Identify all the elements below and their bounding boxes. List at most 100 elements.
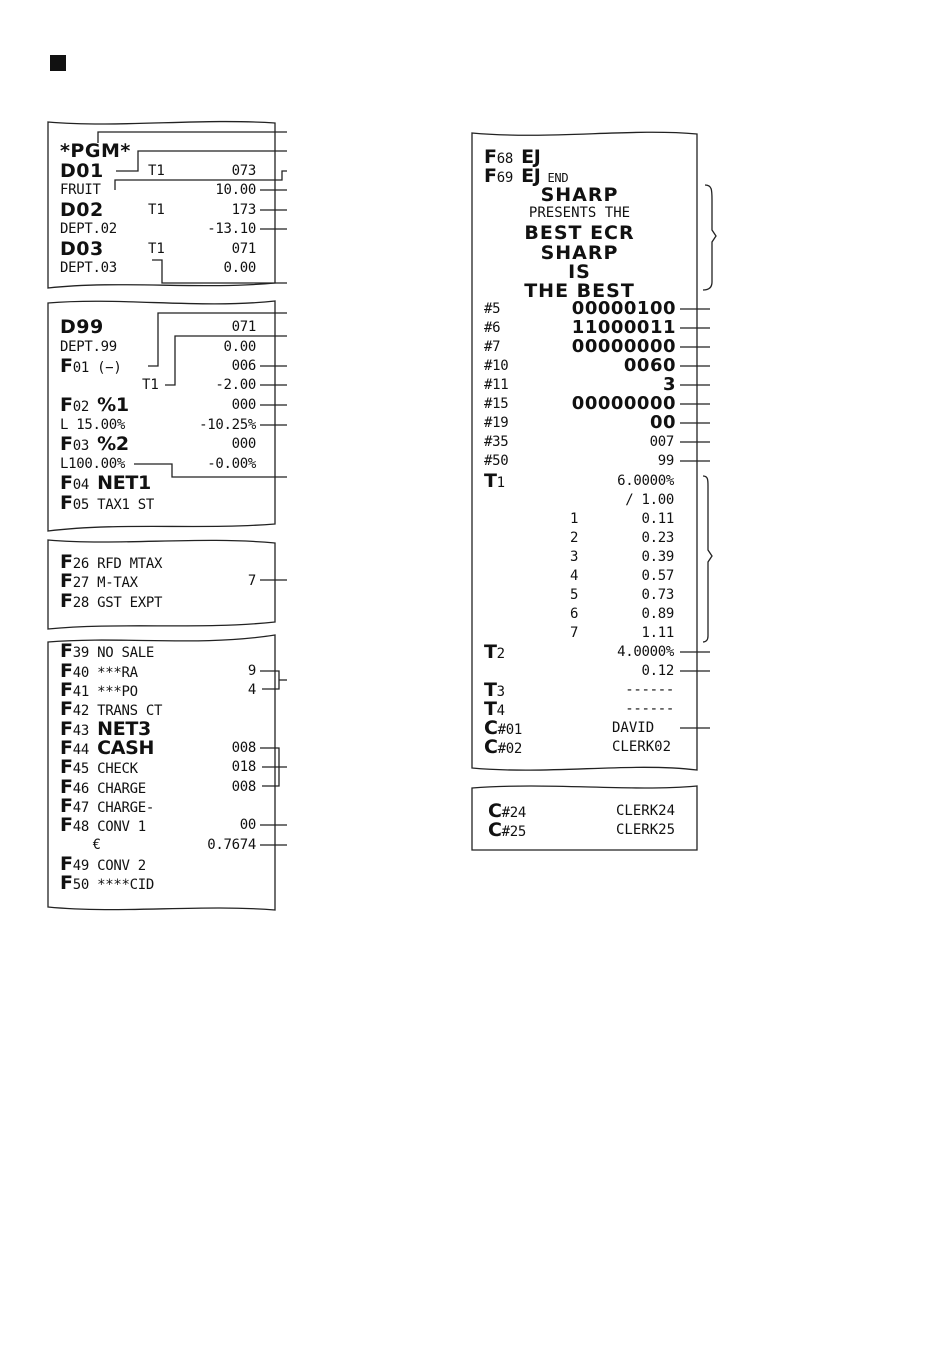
dept-code: D03 [60, 238, 104, 260]
param-line: #5 00000100 [484, 299, 678, 319]
function-label: F27 M-TAX [60, 570, 138, 592]
tax-step: 6 [570, 606, 579, 622]
line-value: -10.25% [199, 417, 256, 433]
function-label: F45 CHECK [60, 756, 138, 778]
clerk-name: CLERK25 [616, 822, 676, 838]
tax-value: 0.11 [641, 511, 674, 527]
function-label: F44 CASH [60, 737, 155, 759]
param-line: #6 11000011 [484, 318, 678, 338]
tax-value: 0.39 [641, 549, 674, 565]
clerk-line: C#25 CLERK25 [488, 820, 682, 840]
receipt-line: D99 071 [60, 317, 260, 337]
tax-line: 3 0.39 [484, 547, 678, 567]
program-header: *PGM* [60, 140, 131, 162]
tax-status: T1 [148, 202, 165, 218]
function-label: F43 NET3 [60, 718, 151, 740]
tax-line: 5 0.73 [484, 585, 678, 605]
clerk-label: C#01 [484, 717, 523, 739]
currency-symbol: € [60, 837, 101, 853]
function-label: F49 CONV 2 [60, 853, 146, 875]
receipt-line: F01 (−) 006 [60, 356, 260, 376]
line-value: 0.7674 [207, 837, 256, 853]
param-value: 99 [657, 453, 675, 469]
receipt-line: F41 ***PO 4 [60, 680, 260, 700]
tax-value: ------ [625, 682, 674, 698]
function-label: F02 %1 [60, 394, 129, 416]
receipt-line: F45 CHECK 018 [60, 757, 260, 777]
message-line: SHARP [540, 242, 619, 264]
line-value: 000 [231, 436, 257, 452]
tax-line: 6 0.89 [484, 604, 678, 624]
param-label: #35 [484, 434, 509, 450]
tax-line: 4 0.57 [484, 566, 678, 586]
tax-value: 0.57 [641, 568, 674, 584]
message-line: PRESENTS THE [528, 205, 631, 221]
message-line: BEST ECR [524, 222, 635, 244]
function-label: F01 (−) [60, 355, 122, 377]
clerk-name: DAVID [612, 720, 655, 736]
function-label: F41 ***PO [60, 679, 138, 701]
tax-value: ------ [625, 701, 674, 717]
message-line: SHARP [540, 184, 619, 206]
clerk-label: C#02 [484, 736, 523, 758]
param-label: #19 [484, 415, 509, 431]
receipt-line: L100.00% -0.00% [60, 454, 260, 474]
function-label: F39 NO SALE [60, 640, 154, 662]
param-label: #6 [484, 320, 501, 336]
line-value: 7 [247, 573, 256, 589]
receipt-line: FRUIT 10.00 [60, 180, 260, 200]
section-marker-square [50, 55, 66, 71]
line-value: 008 [231, 779, 257, 795]
clerk-line: C#02 CLERK02 [484, 737, 678, 757]
tax-step: 3 [570, 549, 579, 565]
line-value: 4 [247, 682, 256, 698]
receipt-line: F44 CASH 008 [60, 738, 260, 758]
tax-line: T1 6.0000% [484, 471, 678, 491]
tax-step: 7 [570, 625, 579, 641]
param-value: 00000000 [571, 336, 676, 357]
receipt-line: T1 -2.00 [60, 375, 260, 395]
receipt-line: F48 CONV 1 00 [60, 815, 260, 835]
receipt-line: F40 ***RA 9 [60, 661, 260, 681]
tax-step: 4 [570, 568, 579, 584]
line-value: 006 [231, 358, 257, 374]
tax-value: 0.23 [641, 530, 674, 546]
param-label: #15 [484, 396, 509, 412]
function-label: F40 ***RA [60, 660, 138, 682]
param-value: 007 [649, 434, 675, 450]
param-line: #15 00000000 [484, 394, 678, 414]
dept-code: D01 [60, 160, 104, 182]
receipt-line: D01 T1 073 [60, 161, 260, 181]
tax-line: 0.12 [484, 661, 678, 681]
function-label: F48 CONV 1 [60, 814, 146, 836]
line-value: -13.10 [207, 221, 256, 237]
receipt-line: DEPT.02 -13.10 [60, 219, 260, 239]
param-line: #50 99 [484, 451, 678, 471]
line-value: 9 [247, 663, 256, 679]
clerk-label: C#24 [488, 800, 527, 822]
clerk-line: C#24 CLERK24 [488, 801, 682, 821]
rate-label: L100.00% [60, 456, 126, 472]
tax-value: / 1.00 [625, 492, 674, 508]
param-value: 3 [662, 374, 676, 395]
receipt-line: *PGM* [60, 141, 260, 161]
param-value: 11000011 [571, 317, 676, 338]
function-label: F26 RFD MTAX [60, 551, 163, 573]
param-label: #50 [484, 453, 509, 469]
clerk-name: CLERK02 [612, 739, 672, 755]
tax-status: T1 [148, 241, 165, 257]
line-value: 0.00 [223, 339, 256, 355]
receipt-line: F27 M-TAX 7 [60, 571, 260, 591]
receipt-line: F47 CHARGE- [60, 796, 260, 816]
receipt-line: D03 T1 071 [60, 239, 260, 259]
tax-status: T1 [148, 163, 165, 179]
tax-step: 5 [570, 587, 579, 603]
line-value: -2.00 [215, 377, 256, 393]
receipt-line: F28 GST EXPT [60, 591, 260, 611]
dept-name: DEPT.03 [60, 260, 117, 276]
param-line: #11 3 [484, 375, 678, 395]
dept-code: D02 [60, 199, 104, 221]
function-label: F04 NET1 [60, 472, 151, 494]
tax-label: T1 [484, 470, 505, 492]
